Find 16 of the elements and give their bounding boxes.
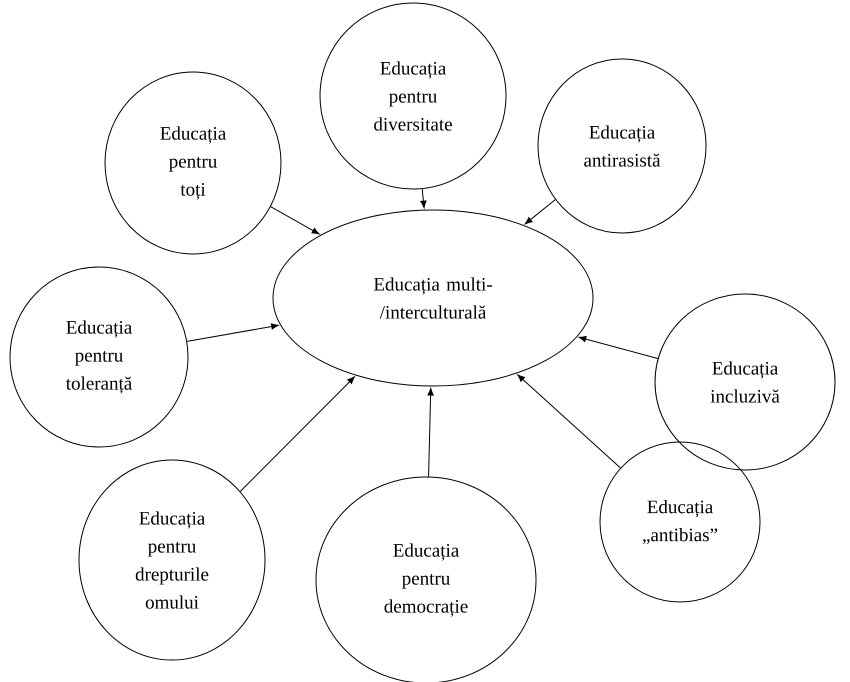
ellipse-node: Educația multi- /interculturală bbox=[272, 210, 594, 386]
ellipse-node: Educația incluzivă bbox=[654, 294, 836, 470]
arrow bbox=[428, 388, 434, 478]
arrow bbox=[186, 323, 279, 342]
arrow bbox=[240, 376, 355, 492]
ellipse-node: Educația pentru diversitate bbox=[320, 2, 506, 190]
ellipse-node: Educația pentru toți bbox=[104, 72, 282, 254]
arrow bbox=[578, 336, 658, 360]
ellipse-node: Educația pentru drepturile omului bbox=[78, 460, 266, 660]
ellipse-node: Educația „antibias” bbox=[600, 442, 761, 602]
arrow bbox=[517, 374, 621, 468]
ellipse-node: Educația antirasistă bbox=[538, 58, 706, 234]
arrow bbox=[420, 188, 427, 208]
arrow bbox=[270, 206, 320, 234]
ellipse-node: Educația pentru toleranță bbox=[10, 266, 188, 448]
arrow bbox=[524, 199, 556, 224]
